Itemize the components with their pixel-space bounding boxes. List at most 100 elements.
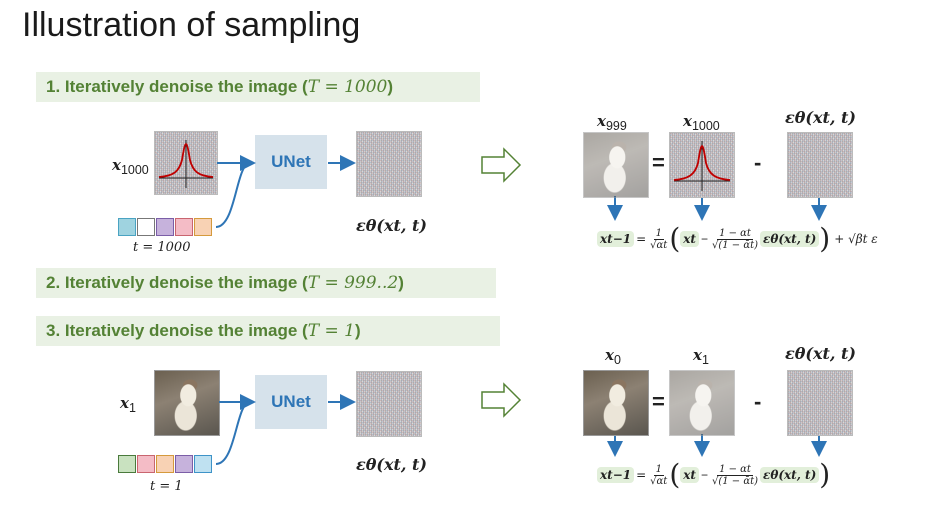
- eq2-close-paren: ): [819, 458, 831, 491]
- gaussian-curve-icon: [158, 140, 214, 188]
- eq1-minus-sign: -: [754, 150, 762, 175]
- row1-seq-cell: [137, 218, 155, 236]
- row2-output-label: εθ(xt, t): [356, 455, 427, 474]
- eq2-label-c: εθ(xt, t): [785, 344, 856, 363]
- eq2-frac1-den: √αt: [650, 475, 668, 487]
- eq1-lhs: xt−1: [597, 231, 635, 247]
- row1-seq-cell: [118, 218, 136, 236]
- step-1-close: ): [387, 77, 394, 96]
- eq2-label-a-sub: 0: [613, 353, 621, 367]
- row2-unet-block: UNet: [255, 375, 327, 429]
- row1-input-label: x1000: [112, 156, 149, 177]
- step-2-banner: 2. Iteratively denoise the image (T = 99…: [36, 268, 496, 298]
- row1-seq-cell: [194, 218, 212, 236]
- row2-input-label: x1: [120, 394, 136, 415]
- eq2-xt: xt: [680, 467, 699, 483]
- row1-t-label: t = 1000: [133, 240, 191, 255]
- eq2-sampling-formula: xt−1 = 1√αt ( xt − 1 − αt√(1 − ᾱt) εθ(xt…: [597, 453, 830, 497]
- eq1-label-c: εθ(xt, t): [785, 108, 856, 127]
- row2-seq-cell: [137, 455, 155, 473]
- eq2-noise-image: [787, 370, 853, 436]
- eq1-label-b-symbol: x: [683, 112, 692, 130]
- row1-seq-cell: [156, 218, 174, 236]
- eq1-label-a-symbol: x: [597, 112, 606, 130]
- eq1-noise-image: [787, 132, 853, 198]
- step-2-text: 2. Iteratively denoise the image (: [46, 273, 308, 292]
- eq1-eq: =: [636, 232, 647, 246]
- eq2-label-a: x0: [605, 346, 621, 367]
- row2-input-symbol: x: [120, 394, 129, 412]
- row2-seq-cell: [194, 455, 212, 473]
- step-1-math: T = 1000: [307, 77, 388, 97]
- step-3-text: 3. Iteratively denoise the image (: [46, 321, 308, 340]
- eq1-frac2: 1 − αt√(1 − ᾱt): [712, 228, 758, 251]
- eq1-label-b-sub: 1000: [691, 119, 720, 133]
- row1-noisy-input-image: [154, 131, 218, 195]
- eq1-noise-term: + √βt ε: [834, 232, 878, 246]
- step-1-text: 1. Iteratively denoise the image (: [46, 77, 308, 96]
- page-title: Illustration of sampling: [22, 6, 361, 44]
- row2-cat-input-image: [154, 370, 220, 436]
- eq2-x0-image: [583, 370, 649, 436]
- row2-t-label: t = 1: [150, 479, 183, 494]
- eq2-down-arrows: [607, 434, 827, 457]
- row1-timestep-embedding: [118, 218, 213, 236]
- step-1-banner: 1. Iteratively denoise the image (T = 10…: [36, 72, 480, 102]
- row1-predicted-noise-image: [356, 131, 422, 197]
- row2-predicted-noise-image: [356, 371, 422, 437]
- right-hollow-arrow-icon: [481, 382, 522, 418]
- row1-input-sub: 1000: [120, 163, 149, 177]
- row1-seq-cell: [175, 218, 193, 236]
- eq1-frac2-num: 1 − αt: [717, 227, 753, 240]
- eq2-minus-sign: -: [754, 389, 762, 414]
- eq1-frac1-num: 1: [653, 227, 664, 240]
- eq1-equals-sign: =: [652, 150, 665, 175]
- right-hollow-arrow-icon: [481, 147, 522, 183]
- eq1-label-b: x1000: [683, 112, 720, 133]
- eq2-frac1: 1√αt: [650, 464, 667, 487]
- eq2-label-b-sub: 1: [701, 353, 709, 367]
- row1-output-label: εθ(xt, t): [356, 216, 427, 235]
- eq1-open-paren: (: [669, 222, 681, 255]
- eq2-label-a-symbol: x: [605, 346, 614, 364]
- eq2-open-paren: (: [669, 458, 681, 491]
- eq2-frac1-num: 1: [653, 463, 664, 476]
- row2-timestep-embedding: [118, 455, 213, 473]
- step-2-math: T = 999..2: [307, 273, 399, 293]
- eq2-minus2: −: [700, 468, 708, 482]
- row1-arrows: [215, 155, 356, 228]
- eq2-frac2: 1 − αt√(1 − ᾱt): [712, 464, 758, 487]
- eq1-xt: xt: [680, 231, 699, 247]
- eq2-lhs: xt−1: [597, 467, 635, 483]
- eq1-label-a-sub: 999: [605, 119, 627, 133]
- step-3-banner: 3. Iteratively denoise the image (T = 1): [36, 316, 500, 346]
- row2-input-sub: 1: [128, 401, 136, 415]
- eq1-x999-image: [583, 132, 649, 198]
- step-3-math: T = 1: [307, 321, 355, 341]
- eq2-frac2-den: √(1 − ᾱt): [711, 475, 759, 487]
- eq2-eps: εθ(xt, t): [760, 467, 820, 483]
- row2-seq-cell: [156, 455, 174, 473]
- eq2-eq: =: [636, 468, 647, 482]
- row2-seq-cell: [175, 455, 193, 473]
- eq2-x1-image: [669, 370, 735, 436]
- eq1-frac1-den: √αt: [650, 239, 668, 251]
- eq2-frac2-num: 1 − αt: [717, 463, 753, 476]
- step-3-close: ): [354, 321, 361, 340]
- eq2-equals-sign: =: [652, 389, 665, 414]
- row2-arrows: [215, 394, 356, 465]
- eq1-eps: εθ(xt, t): [760, 231, 820, 247]
- eq2-label-b-symbol: x: [693, 346, 702, 364]
- eq1-minus2: −: [700, 232, 708, 246]
- eq1-sampling-formula: xt−1 = 1√αt ( xt − 1 − αt√(1 − ᾱt) εθ(xt…: [597, 217, 878, 261]
- eq1-x1000-image: [669, 132, 735, 198]
- eq1-close-paren: ): [819, 222, 831, 255]
- eq1-label-a: x999: [597, 112, 627, 133]
- row1-unet-block: UNet: [255, 135, 327, 189]
- step-2-close: ): [398, 273, 404, 292]
- eq1-frac2-den: √(1 − ᾱt): [711, 239, 759, 251]
- gaussian-curve-icon: [673, 141, 731, 191]
- eq1-down-arrows: [607, 196, 827, 221]
- eq1-frac1: 1√αt: [650, 228, 667, 251]
